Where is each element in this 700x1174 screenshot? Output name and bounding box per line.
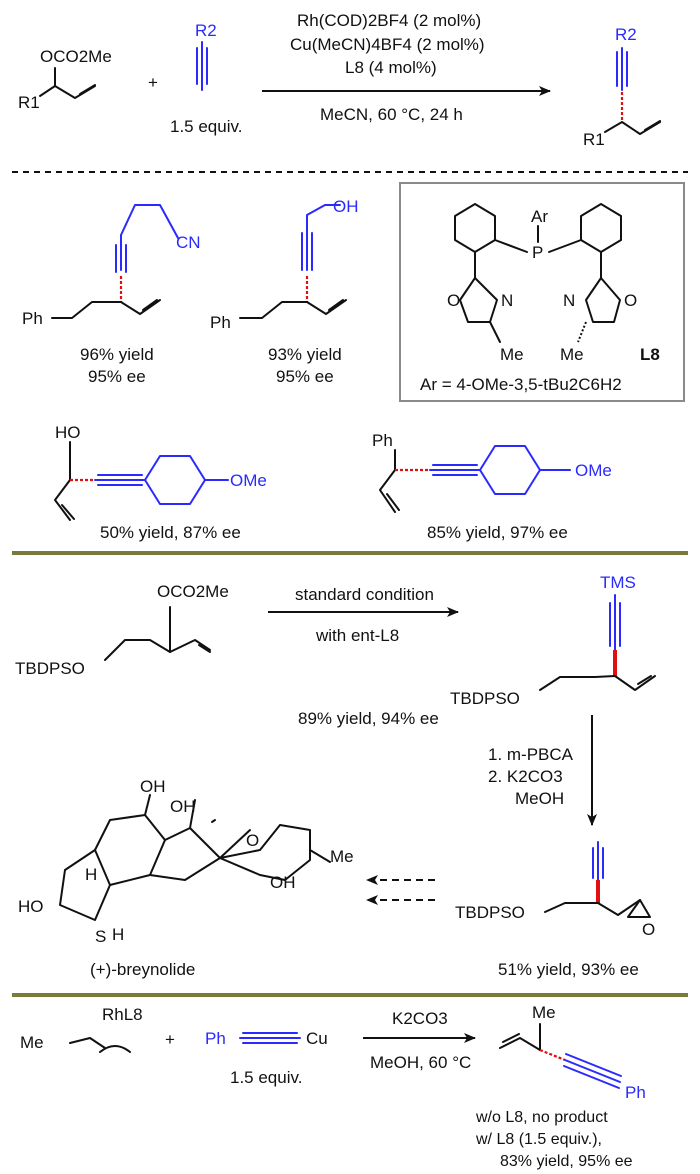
product-r2-label: R2	[615, 25, 637, 44]
alkyne-equiv: 1.5 equiv.	[170, 117, 242, 136]
r1-label: R1	[18, 93, 40, 112]
r2-label: R2	[195, 21, 217, 40]
top-scheme: OCO2Me R1 + R2 1.5 equiv. Rh(COD)2BF4 (2…	[18, 11, 661, 149]
np-o: O	[246, 831, 259, 850]
ex2-yield: 93% yield	[268, 345, 342, 364]
mech-note-1: w/o L8, no product	[475, 1109, 608, 1126]
ex4-ome: OMe	[575, 461, 612, 480]
synthesis-tms-alkyne: TMS TBDPSO	[450, 573, 656, 708]
ex2-oh: OH	[333, 197, 359, 216]
mech-rh: RhL8	[102, 1005, 143, 1024]
mech-prod-me: Me	[532, 1003, 556, 1022]
mechanism-product: Me Ph	[499, 1003, 646, 1102]
p1-tbdpso: TBDPSO	[450, 689, 520, 708]
ex1-ee: 95% ee	[88, 367, 146, 386]
tms-label: TMS	[600, 573, 636, 592]
ligand-o-right: O	[624, 291, 637, 310]
ligand-ar: Ar	[531, 207, 548, 226]
sm-tbdpso: TBDPSO	[15, 659, 85, 678]
ligand-n-right: N	[563, 291, 575, 310]
synthesis-epoxide: TBDPSO O	[455, 841, 655, 939]
ex3-ome: OMe	[230, 471, 267, 490]
mech-cu: Cu	[306, 1029, 328, 1048]
ex2-ee: 95% ee	[276, 367, 334, 386]
mech-ph: Ph	[205, 1029, 226, 1048]
ligand-me-left: Me	[500, 345, 524, 364]
mech-prod-ph: Ph	[625, 1083, 646, 1102]
ligand-label: L8	[640, 345, 660, 364]
np-h-1: H	[85, 865, 97, 884]
arrow-label-standard: standard condition	[295, 585, 434, 604]
substrate-allylic-carbonate: OCO2Me R1	[18, 47, 112, 112]
sm-oco2me: OCO2Me	[157, 582, 229, 601]
mech-cond-bottom: MeOH, 60 °C	[370, 1053, 471, 1072]
step2-cond-2: 2. K2CO3	[488, 767, 563, 786]
ligand-ar-definition: Ar = 4-OMe-3,5-tBu2C6H2	[420, 375, 622, 394]
ex1-cn: CN	[176, 233, 201, 252]
example-homopropargyl-alcohol: HO OMe 50% yield, 87% ee	[54, 423, 267, 542]
mech-me: Me	[20, 1033, 44, 1052]
ex1-yield: 96% yield	[80, 345, 154, 364]
arrow-label-ent-l8: with ent-L8	[315, 626, 399, 645]
terminal-alkyne: R2 1.5 equiv.	[170, 21, 242, 136]
mechanism-rh-allyl: Me RhL8	[20, 1005, 143, 1053]
ligand-o-left: O	[447, 291, 460, 310]
p2-tbdpso: TBDPSO	[455, 903, 525, 922]
breynolide-structure: OH OH OH HO H H S Me O	[18, 777, 354, 946]
ligand-n-left: N	[501, 291, 513, 310]
ex1-ph: Ph	[22, 309, 43, 328]
step2-result: 51% yield, 93% ee	[498, 960, 639, 979]
condition-solvent: MeCN, 60 °C, 24 h	[320, 105, 463, 124]
np-h-2: H	[112, 925, 124, 944]
mech-equiv: 1.5 equiv.	[230, 1068, 302, 1087]
example-phenyl-enyne: Ph OMe 85% yield, 97% ee	[372, 431, 612, 542]
ex4-result: 85% yield, 97% ee	[427, 523, 568, 542]
mech-plus: +	[165, 1030, 175, 1049]
mech-note-3: 83% yield, 95% ee	[500, 1153, 633, 1170]
natural-product-name: (+)-breynolide	[90, 960, 195, 979]
ligand-me-right: Me	[560, 345, 584, 364]
mechanism-copper-acetylide: Ph Cu 1.5 equiv.	[205, 1029, 328, 1087]
carbonate-label: OCO2Me	[40, 47, 112, 66]
np-oh-3: OH	[270, 873, 296, 892]
np-ho: HO	[18, 897, 44, 916]
ligand-frame	[399, 182, 685, 402]
np-me: Me	[330, 847, 354, 866]
plus-sign: +	[148, 73, 158, 92]
ligand-l8-box: Ar P N O Me N O Me L8 Ar = 4-OMe-3,5-tBu…	[399, 182, 685, 402]
ex2-ph: Ph	[210, 313, 231, 332]
ex4-ph: Ph	[372, 431, 393, 450]
p2-epoxide-o: O	[642, 920, 655, 939]
condition-catalyst-cu: Cu(MeCN)4BF4 (2 mol%)	[290, 35, 485, 54]
example-nitrile: CN Ph 96% yield 95% ee	[22, 204, 201, 386]
step2-cond-3: MeOH	[515, 789, 564, 808]
step2-cond-1: 1. m-PBCA	[488, 745, 574, 764]
synthesis-starting-material: OCO2Me TBDPSO	[15, 582, 229, 678]
ligand-p: P	[532, 243, 543, 262]
np-oh-2: OH	[170, 797, 196, 816]
condition-catalyst-rh: Rh(COD)2BF4 (2 mol%)	[297, 11, 481, 30]
example-propargyl-alcohol: OH Ph 93% yield 95% ee	[210, 197, 359, 386]
product-r1-label: R1	[583, 130, 605, 149]
ex3-ho: HO	[55, 423, 81, 442]
np-s: S	[95, 927, 106, 946]
np-oh-1: OH	[140, 777, 166, 796]
condition-ligand: L8 (4 mol%)	[345, 58, 437, 77]
mech-cond-top: K2CO3	[392, 1009, 448, 1028]
mech-note-2: w/ L8 (1.5 equiv.),	[475, 1131, 602, 1148]
step1-result: 89% yield, 94% ee	[298, 709, 439, 728]
product-skipped-enyne: R2 R1	[583, 25, 661, 149]
ex3-result: 50% yield, 87% ee	[100, 523, 241, 542]
